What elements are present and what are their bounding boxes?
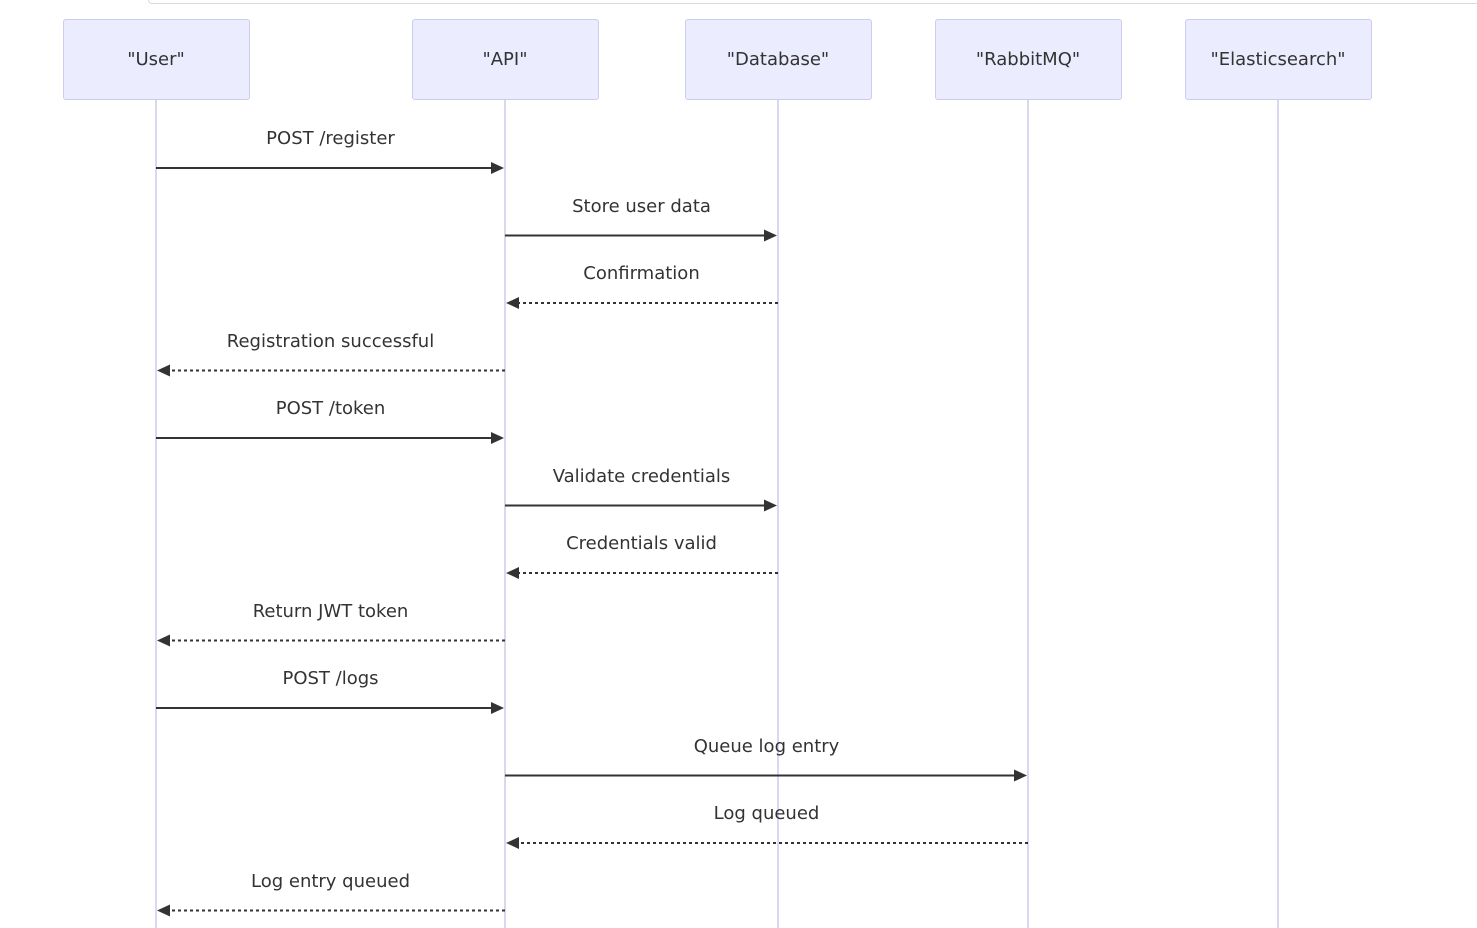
arrowhead-icon: [491, 432, 504, 444]
arrowhead-icon: [491, 702, 504, 714]
participant-user: "User": [62, 19, 250, 100]
arrowhead-icon: [157, 904, 170, 917]
arrowhead-icon: [491, 162, 504, 174]
message-label-8: Return JWT token: [252, 600, 409, 622]
participant-database: "Database": [684, 19, 872, 100]
message-label-2: Store user data: [572, 195, 711, 217]
message-label-7: Credentials valid: [566, 533, 717, 554]
participant-elasticsearch: "Elasticsearch": [1184, 19, 1372, 100]
lifeline-database: [777, 100, 779, 928]
participant-rabbitmq: "RabbitMQ": [934, 19, 1122, 100]
message-label-5: POST /token: [275, 398, 386, 419]
window-top-border: [148, 0, 1477, 4]
arrowhead-icon: [506, 837, 519, 849]
lifeline-user: [155, 100, 157, 928]
message-label-10: Queue log entry: [693, 735, 840, 757]
lifeline-rabbitmq: [1027, 100, 1029, 928]
arrowhead-icon: [1014, 769, 1027, 782]
arrowhead-icon: [764, 229, 777, 242]
arrowhead-icon: [157, 634, 170, 647]
arrowhead-icon: [764, 499, 777, 512]
participant-api: "API": [411, 19, 599, 100]
arrowhead-icon: [506, 297, 519, 309]
arrowhead-icon: [157, 364, 170, 377]
message-label-1: POST /register: [266, 128, 395, 149]
arrowhead-icon: [506, 567, 519, 579]
message-label-12: Log entry queued: [250, 870, 411, 892]
message-label-3: Confirmation: [583, 263, 700, 284]
lifeline-elasticsearch: [1277, 100, 1279, 928]
message-label-11: Log queued: [713, 803, 820, 824]
message-label-6: Validate credentials: [552, 465, 731, 487]
message-label-9: POST /logs: [282, 668, 379, 689]
lifeline-api: [504, 100, 506, 928]
message-label-4: Registration successful: [226, 330, 435, 352]
